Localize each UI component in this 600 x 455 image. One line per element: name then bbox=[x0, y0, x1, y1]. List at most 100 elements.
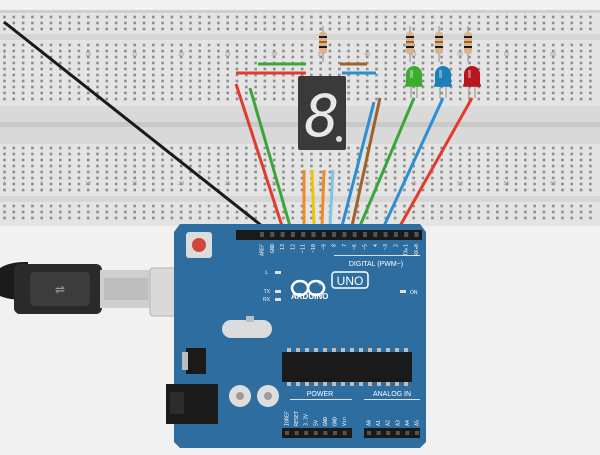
header-pin[interactable] bbox=[321, 232, 326, 237]
breadboard-hole bbox=[310, 210, 313, 214]
breadboard-hole bbox=[524, 204, 527, 208]
wire-3-red[interactable] bbox=[398, 97, 474, 227]
breadboard-hole bbox=[96, 216, 99, 220]
header-pin[interactable] bbox=[311, 232, 316, 237]
seven-segment-display[interactable]: 8 bbox=[298, 76, 346, 150]
breadboard-hole bbox=[570, 182, 574, 186]
breadboard-hole bbox=[254, 91, 257, 95]
breadboard-hole bbox=[365, 67, 369, 71]
led-green[interactable] bbox=[406, 66, 422, 86]
header-pin[interactable] bbox=[290, 232, 295, 237]
header-pin[interactable] bbox=[414, 232, 419, 237]
breadboard-hole bbox=[133, 61, 136, 65]
breadboard-hole bbox=[300, 49, 304, 53]
header-pin[interactable] bbox=[395, 431, 400, 435]
resistor-band bbox=[464, 36, 472, 38]
breadboard-hole bbox=[449, 210, 453, 214]
breadboard-hole bbox=[282, 176, 285, 180]
wire-9-orange[interactable] bbox=[320, 169, 326, 227]
header-pin[interactable] bbox=[415, 431, 419, 435]
header-pin[interactable] bbox=[363, 232, 367, 237]
breadboard-hole bbox=[263, 21, 267, 25]
breadboard-hole bbox=[551, 146, 555, 150]
breadboard-hole bbox=[393, 188, 397, 192]
led-blue[interactable] bbox=[435, 66, 451, 86]
wire-8-lightblue[interactable] bbox=[328, 169, 335, 227]
header-pin[interactable] bbox=[373, 232, 378, 237]
breadboard-hole bbox=[254, 182, 257, 186]
breadboard-hole bbox=[533, 97, 536, 101]
breadboard-hole bbox=[235, 61, 239, 65]
led-rim bbox=[463, 84, 481, 87]
header-pin[interactable] bbox=[393, 232, 398, 237]
header-pin[interactable] bbox=[313, 431, 318, 435]
breadboard-hole bbox=[235, 79, 239, 83]
breadboard-hole bbox=[365, 97, 369, 101]
header-pin[interactable] bbox=[367, 431, 371, 435]
breadboard-hole bbox=[77, 85, 81, 89]
breadboard-hole bbox=[431, 15, 434, 19]
breadboard-hole bbox=[505, 15, 508, 19]
breadboard-hole bbox=[328, 55, 332, 59]
wire-12-green[interactable] bbox=[248, 87, 292, 227]
breadboard-hole bbox=[3, 210, 6, 214]
breadboard-hole bbox=[365, 43, 369, 47]
header-pin[interactable] bbox=[376, 431, 381, 435]
wire-5-green[interactable] bbox=[358, 97, 416, 227]
header-pin[interactable] bbox=[280, 232, 285, 237]
header-pin[interactable] bbox=[294, 431, 299, 435]
header-pin[interactable] bbox=[333, 431, 337, 435]
breadboard-hole bbox=[579, 85, 583, 89]
breadboard-hole bbox=[114, 216, 118, 220]
header-pin[interactable] bbox=[405, 431, 410, 435]
header-pin[interactable] bbox=[260, 232, 264, 237]
breadboard-hole bbox=[59, 79, 62, 83]
breadboard-hole bbox=[207, 49, 211, 53]
reset-button[interactable] bbox=[192, 238, 206, 252]
digital-pin-label: 8 bbox=[332, 244, 338, 247]
wire-13-red[interactable] bbox=[234, 83, 284, 227]
breadboard-hole bbox=[384, 204, 388, 208]
header-pin[interactable] bbox=[332, 232, 337, 237]
header-pin[interactable] bbox=[342, 232, 347, 237]
header-pin[interactable] bbox=[352, 232, 357, 237]
breadboard-hole bbox=[114, 164, 118, 168]
header-pin[interactable] bbox=[342, 431, 347, 435]
header-pin[interactable] bbox=[301, 232, 306, 237]
breadboard-hole bbox=[40, 43, 43, 47]
arduino-logo: − + ARDUINO UNO bbox=[290, 271, 369, 301]
breadboard-hole bbox=[40, 27, 43, 31]
header-pin[interactable] bbox=[270, 232, 275, 237]
breadboard-hole bbox=[431, 79, 434, 83]
breadboard-hole bbox=[300, 188, 304, 192]
breadboard-hole bbox=[170, 210, 174, 214]
breadboard-hole bbox=[263, 146, 267, 150]
wire-10-yellow[interactable] bbox=[310, 169, 316, 227]
breadboard-hole bbox=[254, 27, 257, 31]
header-pin[interactable] bbox=[404, 232, 409, 237]
breadboard-hole bbox=[254, 176, 257, 180]
header-pin[interactable] bbox=[323, 431, 328, 435]
breadboard-hole bbox=[40, 146, 43, 150]
breadboard-hole bbox=[49, 91, 53, 95]
header-pin[interactable] bbox=[383, 232, 388, 237]
breadboard-hole bbox=[12, 158, 16, 162]
chip-pin bbox=[386, 348, 390, 352]
breadboard-hole bbox=[561, 61, 564, 65]
breadboard-hole bbox=[384, 146, 388, 150]
wire-4-blue[interactable] bbox=[382, 97, 445, 227]
breadboard-hole bbox=[170, 176, 174, 180]
header-pin[interactable] bbox=[386, 431, 391, 435]
breadboard-hole bbox=[421, 97, 425, 101]
led-red[interactable] bbox=[464, 66, 480, 86]
breadboard-hole bbox=[217, 85, 220, 89]
breadboard-hole bbox=[291, 67, 295, 71]
wire-gnd-black[interactable] bbox=[3, 20, 263, 228]
header-pin[interactable] bbox=[285, 431, 289, 435]
header-pin[interactable] bbox=[304, 431, 309, 435]
wire-7-blue[interactable] bbox=[340, 101, 376, 227]
breadboard-hole bbox=[477, 188, 481, 192]
wire-6-brown[interactable] bbox=[350, 97, 382, 227]
